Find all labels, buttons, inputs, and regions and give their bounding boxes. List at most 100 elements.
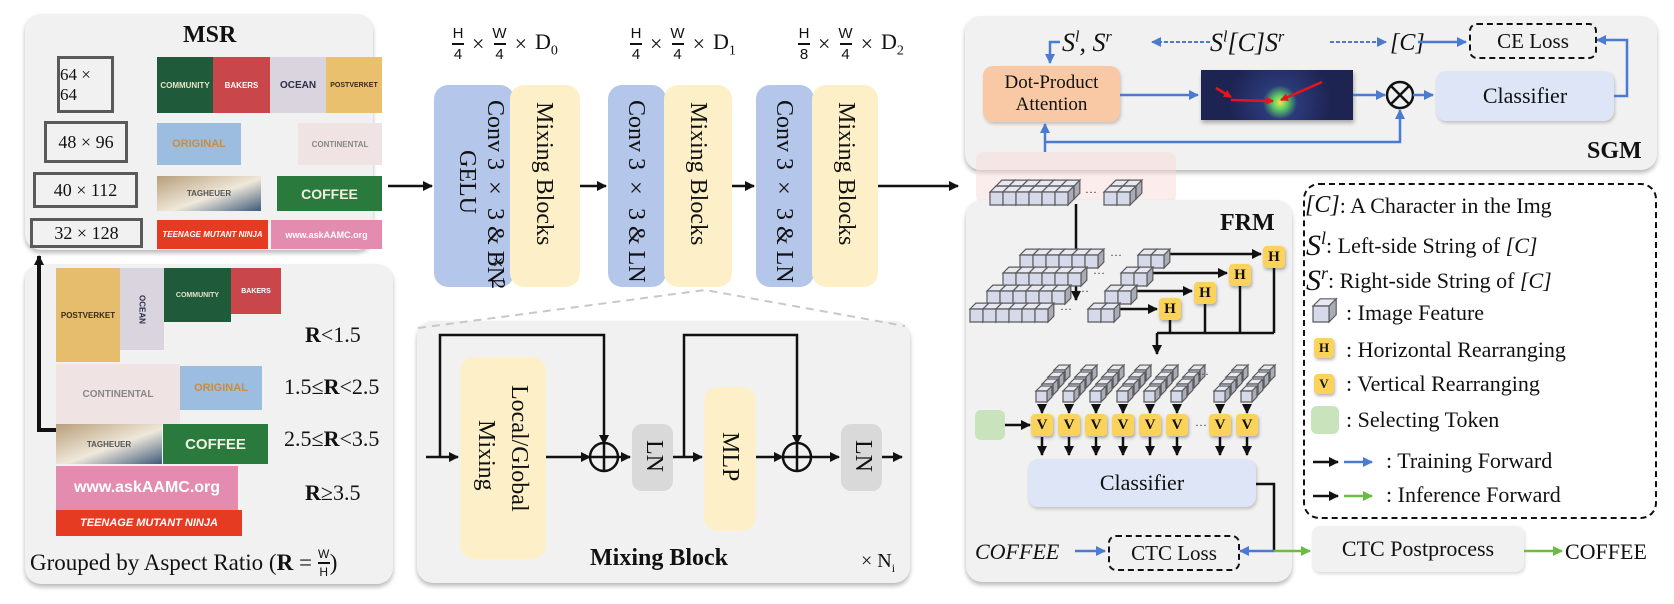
legend-token-text: : Selecting Token [1346,407,1500,432]
depth-label: D2 [881,28,904,59]
stage-2-mixing-blocks [664,85,732,287]
thumb-continental: CONTINENTAL [298,123,382,165]
stage-2-conv-block [608,85,666,287]
v-rearrange-2: V [1058,414,1080,436]
ratio-symbol: R [305,480,321,505]
legend-horizontal: : Horizontal Rearranging [1346,337,1566,363]
ratio-lower: 1.5≤ [284,374,324,399]
thumb-bakers: BAKERS [213,57,270,113]
final-output-text: COFFEE [1565,539,1647,564]
frm-column-cube [1088,384,1108,404]
v-rearrange-4: V [1112,414,1134,436]
ratio-range: <3.5 [339,426,380,451]
legend-sr-tail: [C] [1519,267,1552,293]
legend-v-text: : Vertical Rearranging [1346,371,1540,396]
mlp-block [704,387,756,531]
size-48x96: 48 × 96 [44,121,128,163]
legend-token-icon [1311,406,1339,434]
stage-3-mixing-label: Mixing Blocks [833,102,859,246]
attn-red-arrow-3 [1280,80,1323,102]
ln-label-2: LN [850,440,876,472]
legend-sr-symbol: Sr [1306,263,1329,297]
mb-skip-1 [438,333,609,457]
gt-text: COFFEE [975,539,1060,564]
frm-row-ellipsis: ··· [1077,284,1089,298]
frm-row-ellipsis: ··· [1110,248,1122,262]
sgm-title: SGM [1587,138,1642,164]
frm-row-cube [1037,283,1060,306]
legend-c-text: : A Character in the Img [1339,192,1552,218]
feature-map-ellipsis: ··· [1085,185,1097,199]
ctc-loss-label: CTC Loss [1131,540,1217,565]
group-thumb-tmnt: TEENAGE MUTANT NINJA [56,510,242,536]
legend-image-feature: : Image Feature [1346,300,1484,326]
legend-feature-text: : Image Feature [1346,300,1485,325]
black-arrows [34,181,1276,551]
frm-row-cube [1083,247,1106,270]
frm-row-cube [1149,247,1172,270]
frm-classifier-out [1256,482,1276,551]
ctc-postprocess-label: CTC Postprocess [1341,536,1495,561]
stage-3-conv-block [756,85,814,287]
h-rearrange-3: H [1229,264,1251,286]
stage-1-repeat-label: × 2 [487,252,509,289]
thumb-tmnt: TEENAGE MUTANT NINJA [157,220,268,249]
ratio-range: ≥3.5 [320,480,361,505]
msr-title: MSR [183,22,237,48]
classifier-to-ce-loss [1596,35,1629,98]
ratio-range: <2.5 [339,374,380,399]
group-thumb-original: ORIGINAL [180,366,262,410]
v-rearrange-5: V [1139,414,1161,436]
feature-map-cube [1115,184,1138,207]
ratio-label-1: R<1.5 [305,322,361,348]
group-thumb-community: COMMUNITY [164,268,231,322]
frm-row-cube [1116,283,1139,306]
s-pair-to-attention [1045,40,1060,64]
frm-classifier-label: Classifier [1099,470,1185,495]
group-thumb-postverket: POSTVERKET [56,268,120,362]
frm-row-cube [1033,301,1056,324]
mixing-repeat-label: × Ni [861,550,896,575]
mb-skip-2 [682,333,802,457]
frm-row-cube [1066,265,1089,288]
ratio-range: <1.5 [320,322,361,347]
thumb-askaamc: www.askAAMC.org [271,220,382,249]
features-to-multiply [1045,109,1405,144]
add-operator-2 [781,441,813,473]
frm-row-cube [1099,301,1122,324]
stage-1-gelu-label: GELU [454,150,480,214]
frm-column-cube [1061,384,1081,404]
frm-column-cube [1142,384,1162,404]
thumb-community: COMMUNITY [157,57,213,113]
v-row-ellipsis: ··· [1195,418,1207,432]
frm-row-cube [1132,265,1155,288]
frm-row-cube [1050,283,1073,306]
ce-loss-label: CE Loss [1497,28,1569,53]
group-thumb-ocean: OCEAN [120,268,164,350]
s-left-right-pair: Sl, Sr [1062,28,1112,57]
stage-1-mixing-label: Mixing Blocks [531,102,557,246]
mixing-label: Mixing [473,420,499,491]
v-rearrange-1: V [1031,414,1053,436]
add-operator-1 [588,441,620,473]
v-rearrange-3: V [1085,414,1107,436]
size-64x64: 64 × 64 [57,56,114,113]
fraction-numerator: W [318,547,330,561]
grouping-caption: Grouped by Aspect Ratio ( R = W H ) [30,548,337,578]
legend-sr-text: : Right-side String of [1328,267,1520,293]
frm-column-ellipsis: ··· [1197,367,1209,381]
dot-product-attention-block: Dot-Product Attention [983,66,1120,122]
v-rearrange-7: V [1209,414,1231,436]
stage-1-conv-label: Conv 3 × 3 & BN [482,100,508,285]
fraction-bar [317,562,330,564]
frm-row-ellipsis: ··· [1060,302,1072,316]
legend-vertical: : Vertical Rearranging [1346,371,1540,397]
mixing-block-projection [417,288,906,329]
attn-red-arrow-2 [1230,96,1274,105]
